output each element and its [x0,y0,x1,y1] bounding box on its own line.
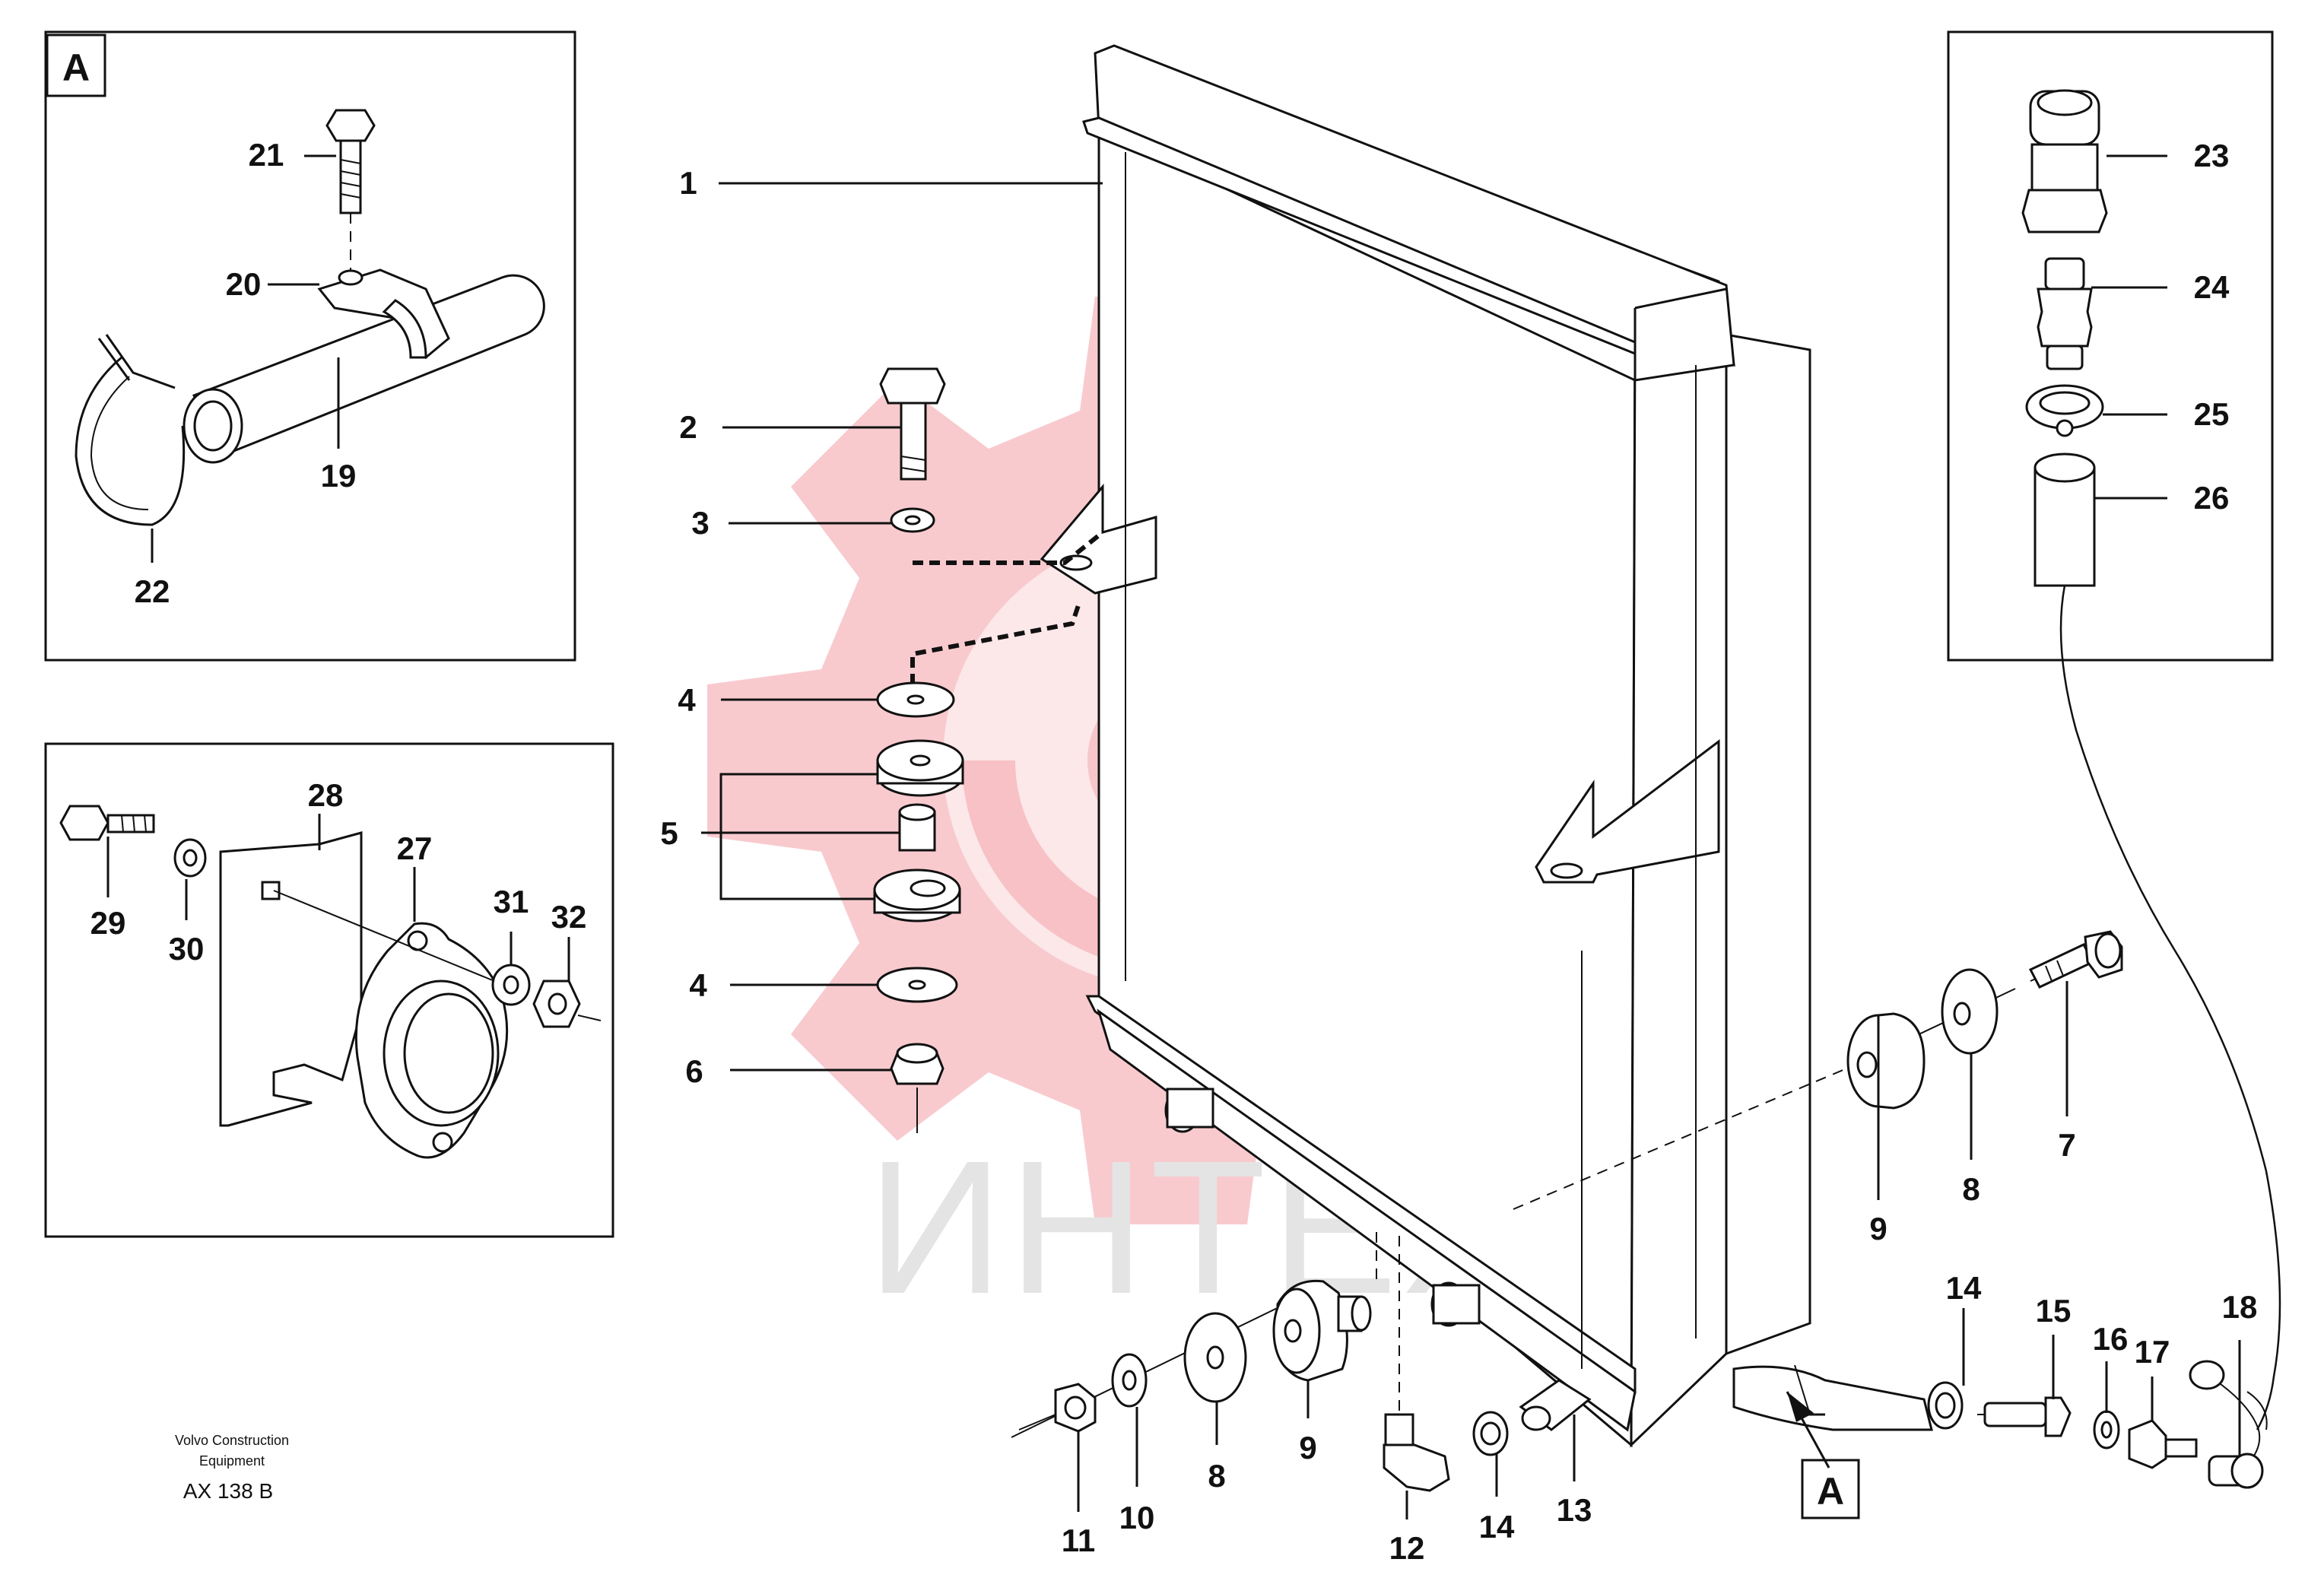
mount-right: 9 8 7 [1513,930,2123,1246]
plate-28 [219,831,363,1127]
bushing-9-right [1846,1012,1926,1110]
detail-box-bracket: 29 30 28 27 31 32 [44,742,614,1238]
nut-6 [890,1043,945,1133]
bushing-5 [873,739,964,922]
cable-tie-22 [75,334,186,526]
callout-6: 6 [685,1053,703,1089]
bolt-21 [325,109,376,270]
mount-bottom: 11 10 8 9 [1011,1232,1377,1558]
pointer-a: A [1786,1391,1860,1519]
caption-line1: Volvo Construction [175,1433,289,1448]
washer-8-right [1941,968,1999,1055]
clip-25 [2025,384,2104,437]
callout-12: 12 [1389,1530,1425,1566]
callout-11: 11 [1062,1523,1095,1558]
cap-18 [2189,1360,2268,1489]
callout-8-bottom: 8 [1208,1458,1225,1494]
callout-14-right: 14 [1946,1270,1982,1306]
callout-15: 15 [2036,1293,2072,1329]
clip-14-bottom [1472,1411,1509,1456]
callout-8-right: 8 [1962,1171,1980,1207]
callout-17: 17 [2135,1334,2170,1370]
clamp-20 [317,268,450,360]
callout-29: 29 [90,905,126,941]
drain-assembly: 12 14 13 [1383,1236,1592,1566]
callout-28: 28 [308,777,344,813]
mount-stack-left: 2 3 4 5 4 6 [660,367,1104,1133]
callout-7: 7 [2058,1127,2075,1163]
washer-16 [2093,1410,2120,1450]
callout-24: 24 [2194,269,2230,305]
callout-20: 20 [226,266,262,302]
callout-19: 19 [321,458,357,494]
washer-31 [491,964,531,1006]
valve-17 [2128,1419,2198,1469]
hose-26 [2034,452,2096,587]
flange-27 [354,922,509,1159]
pointer-tag: A [1817,1470,1844,1513]
hose-13 [1519,1379,1592,1431]
callout-22: 22 [135,573,170,609]
nipple-24 [2037,257,2093,370]
callout-4-upper: 4 [678,682,696,718]
hose-fittings: 14 15 16 17 18 [1732,1270,2268,1489]
callout-30: 30 [169,931,205,967]
routing-wire [2059,585,2281,1430]
callout-21: 21 [249,137,284,173]
bolt-7 [2028,930,2123,989]
nut-11 [1054,1383,1097,1433]
coupling-23 [2021,89,2108,233]
callout-13: 13 [1557,1492,1592,1528]
nut-32 [532,980,581,1028]
callout-16: 16 [2093,1321,2129,1357]
pad-4-upper [876,681,955,718]
callout-4-lower: 4 [689,967,707,1003]
callout-2: 2 [679,409,697,445]
callout-26: 26 [2194,480,2230,516]
washer-3 [890,507,935,533]
bolt-2 [879,367,946,481]
callout-14-bottom: 14 [1479,1509,1515,1545]
nipple-15 [1983,1396,2072,1437]
washer-30 [173,838,207,878]
detail-box-connector: 23 24 25 26 [1947,30,2274,662]
callout-32: 32 [551,899,587,935]
caption-line2: Equipment [199,1453,265,1469]
bolt-29 [59,805,155,841]
caption: Volvo Construction Equipment AX 138 B [175,1433,289,1503]
washer-8-bottom [1183,1312,1247,1403]
washer-10 [1111,1353,1148,1408]
elbow-12 [1383,1413,1450,1492]
bushing-9-bottom [1272,1279,1372,1382]
callout-9-right: 9 [1869,1211,1887,1246]
clip-14-right [1927,1381,1964,1430]
callout-5: 5 [660,815,678,851]
callout-1: 1 [679,165,697,201]
detail-box-a: A 21 20 19 [44,30,576,662]
radiator-1 [1040,44,1811,1448]
callout-10: 10 [1119,1500,1155,1535]
pad-4-lower [876,967,958,1003]
callout-25: 25 [2194,396,2230,432]
callout-9-bottom: 9 [1299,1430,1316,1465]
callout-23: 23 [2194,138,2230,173]
callout-31: 31 [494,884,529,919]
callout-18: 18 [2222,1289,2258,1325]
detail-box-tag: A [62,46,90,89]
caption-code: AX 138 B [183,1479,273,1503]
callout-27: 27 [397,830,433,866]
callout-3: 3 [691,505,709,541]
hose-19 [183,274,545,464]
